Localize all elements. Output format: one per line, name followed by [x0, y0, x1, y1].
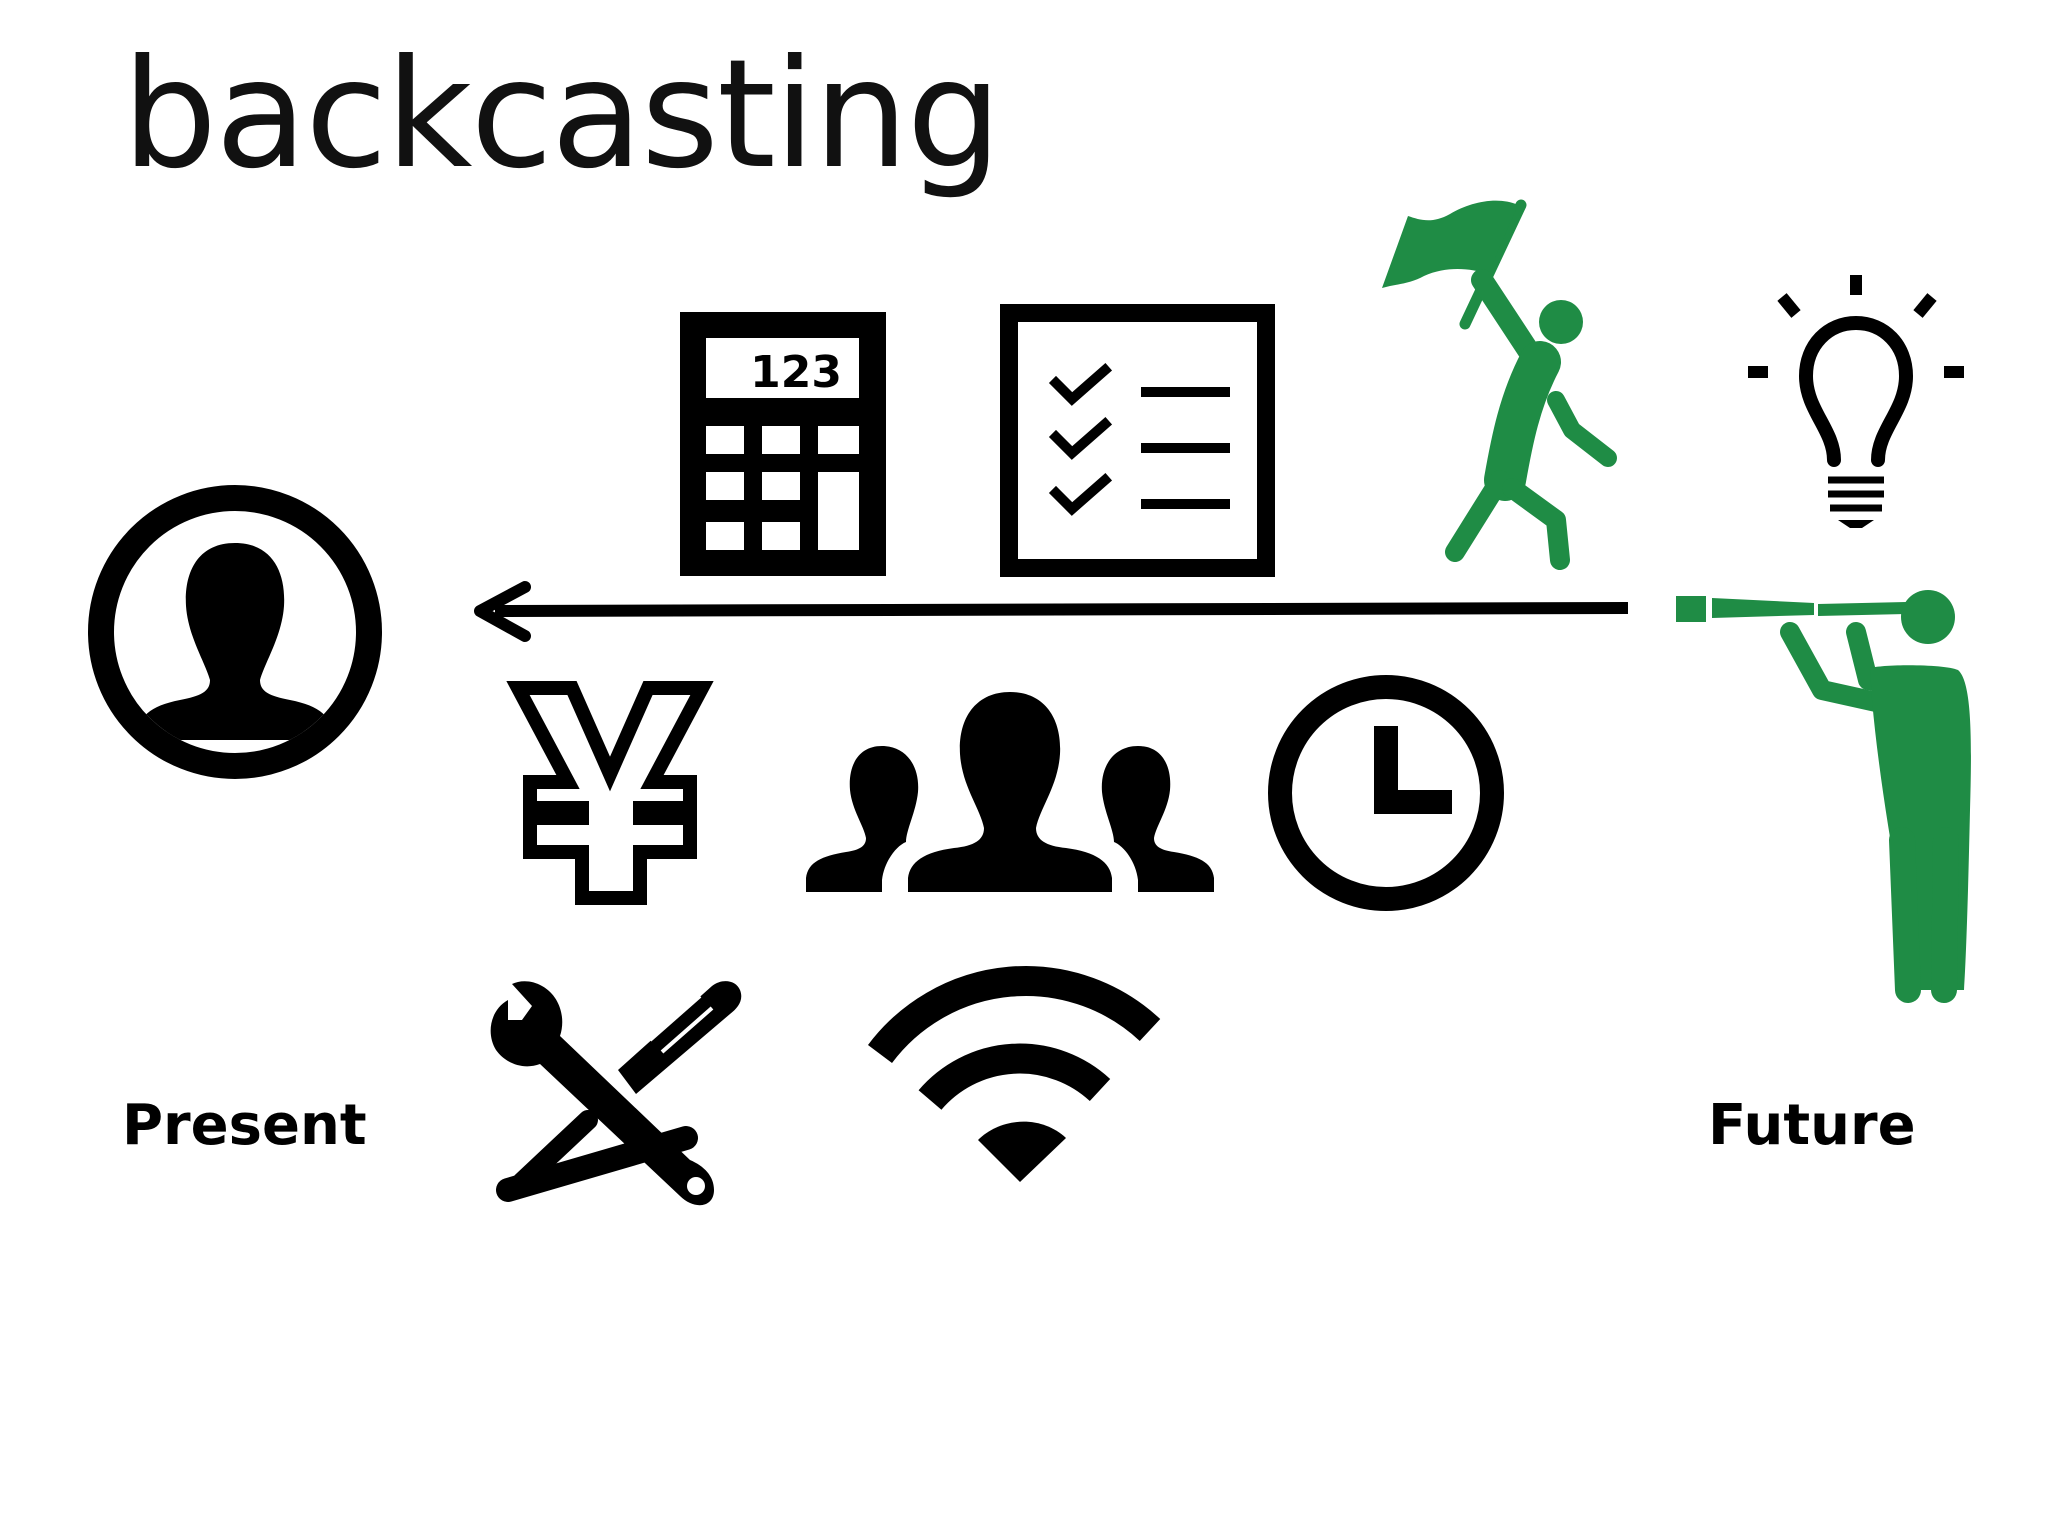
checklist-icon [1000, 304, 1275, 577]
calculator-icon: 123 [680, 312, 886, 576]
page-title: backcasting [122, 28, 1002, 202]
future-label: Future [1708, 1093, 1916, 1158]
clock-icon [1268, 675, 1504, 911]
group-icon [806, 692, 1214, 892]
calculator-display-text: 123 [750, 347, 842, 398]
lightbulb-icon [1748, 275, 1964, 528]
telescope-person-icon [1676, 590, 1971, 1003]
tools-icon [490, 981, 742, 1206]
present-label: Present [122, 1093, 367, 1158]
backward-arrow [474, 581, 1629, 642]
flag-person-icon [1382, 199, 1617, 570]
person-circle-icon [88, 485, 382, 779]
wifi-icon [867, 966, 1161, 1182]
yen-icon [506, 681, 714, 905]
